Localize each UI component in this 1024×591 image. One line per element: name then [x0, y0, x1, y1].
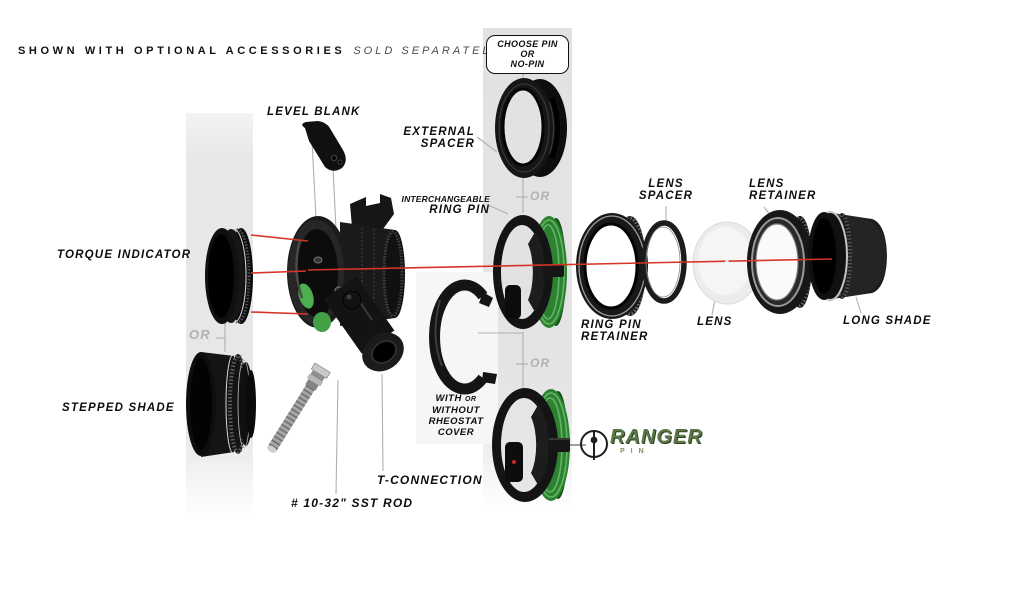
label-ring-pin-retainer: RING PIN RETAINER — [581, 319, 649, 343]
alignment-red-lines — [250, 234, 833, 315]
label-or-mid-bottom: OR — [530, 356, 551, 370]
label-rheostat-line1: WITH OR — [413, 393, 499, 405]
label-rheostat-line3: RHEOSTAT — [428, 416, 484, 427]
lens-retainer-part — [747, 210, 813, 314]
label-lens-spacer-line1: LENS — [648, 178, 684, 190]
long-shade-part — [808, 211, 887, 301]
choose-pin-callout: CHOOSE PIN OR NO-PIN — [486, 35, 569, 74]
external-spacer-part — [495, 78, 567, 178]
diagram-title: SHOWN WITH OPTIONAL ACCESSORIES SOLD SEPA… — [18, 45, 501, 57]
label-or-left: OR — [189, 327, 211, 342]
ranger-logo-wordmark: RANGER — [610, 426, 703, 448]
label-long-shade: LONG SHADE — [843, 315, 932, 327]
label-lens-spacer: LENS SPACER — [630, 178, 702, 202]
label-external-spacer-line2: SPACER — [420, 138, 475, 150]
rheostat-cover-part — [429, 279, 497, 395]
label-lens: LENS — [697, 316, 733, 328]
label-lens-retainer-line1: LENS — [749, 178, 785, 190]
label-rheostat-line2: WITHOUT — [432, 405, 480, 416]
label-ring-pin-retainer-line2: RETAINER — [581, 331, 649, 343]
torque-indicator-part — [205, 228, 253, 324]
sst-rod-part — [267, 362, 331, 453]
lens-center-dot — [725, 260, 729, 264]
ring-pin-upper-part — [493, 215, 567, 329]
title-italic-text: SOLD SEPARATELY — [353, 45, 501, 57]
stepped-shade-part — [186, 352, 256, 457]
label-lens-retainer: LENS RETAINER — [749, 178, 817, 202]
callout-line-2: OR — [520, 49, 535, 59]
callout-line-3: NO-PIN — [510, 59, 545, 69]
label-interchangeable-line1: INTERCHANGEABLE — [401, 194, 490, 204]
label-ring-pin-retainer-line1: RING PIN — [581, 319, 642, 331]
level-blank-part — [302, 121, 346, 171]
label-rheostat-line4: COVER — [437, 427, 475, 438]
label-interchangeable-line2: RING PIN — [429, 204, 490, 216]
label-rheostat-cover: WITH OR WITHOUT RHEOSTAT COVER — [413, 393, 499, 438]
label-external-spacer: EXTERNAL SPACER — [385, 126, 475, 150]
label-external-spacer-line1: EXTERNAL — [403, 126, 475, 138]
label-or-mid-top: OR — [530, 189, 551, 203]
rheostat-or-text: OR — [464, 396, 477, 403]
label-lens-spacer-line2: SPACER — [638, 190, 694, 202]
ring-pin-lower-part — [492, 388, 570, 502]
ranger-pin-logo-icon — [580, 430, 608, 460]
callout-line-1: CHOOSE PIN — [497, 39, 558, 49]
label-interchangeable-ring-pin: INTERCHANGEABLE RING PIN — [380, 194, 490, 216]
label-sst-rod: # 10-32" SST ROD — [291, 496, 414, 510]
label-lens-retainer-line2: RETAINER — [749, 190, 817, 202]
label-stepped-shade: STEPPED SHADE — [62, 402, 175, 414]
title-bold-text: SHOWN WITH OPTIONAL ACCESSORIES — [18, 45, 346, 57]
rheostat-with-text: WITH — [435, 393, 462, 404]
label-t-connection: T-CONNECTION — [377, 473, 483, 487]
scope-housing-part — [287, 194, 405, 372]
ring-pin-retainer-part — [576, 213, 648, 319]
label-torque-indicator: TORQUE INDICATOR — [57, 249, 192, 261]
ranger-logo-sub: PIN — [620, 448, 650, 455]
label-level-blank: LEVEL BLANK — [267, 106, 361, 118]
